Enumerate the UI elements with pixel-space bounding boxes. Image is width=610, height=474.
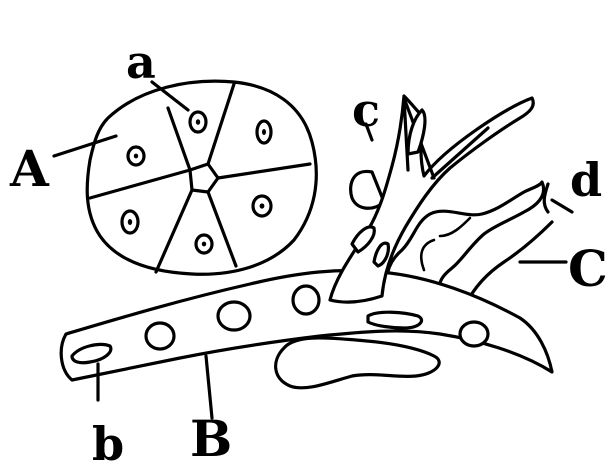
nucleolus-4: [202, 242, 206, 247]
leader-d: [552, 200, 572, 212]
label-d: d: [570, 153, 602, 207]
label-a: a: [126, 35, 156, 89]
nucleolus-6: [134, 154, 138, 159]
lower-cell-blob: [276, 338, 440, 388]
nucleolus-5: [128, 219, 132, 225]
vessel-cell-3: [293, 286, 319, 314]
vessel-branch-right: [432, 128, 488, 178]
nucleolus-a: [196, 119, 200, 125]
label-c: c: [352, 83, 380, 137]
vessel-cell-elongated: [368, 312, 422, 328]
vessel-cell-2: [218, 302, 250, 330]
nucleolus-2: [262, 129, 266, 135]
nucleolus-3: [260, 203, 265, 208]
small-cell-bulge: [351, 171, 384, 208]
label-b: b: [92, 417, 124, 471]
vessel-cell-1: [146, 323, 174, 349]
vessel-cell-4: [460, 322, 488, 346]
gland-A: [87, 81, 316, 274]
label-A: A: [9, 139, 50, 198]
label-B: B: [190, 409, 232, 468]
label-C: C: [568, 239, 608, 298]
